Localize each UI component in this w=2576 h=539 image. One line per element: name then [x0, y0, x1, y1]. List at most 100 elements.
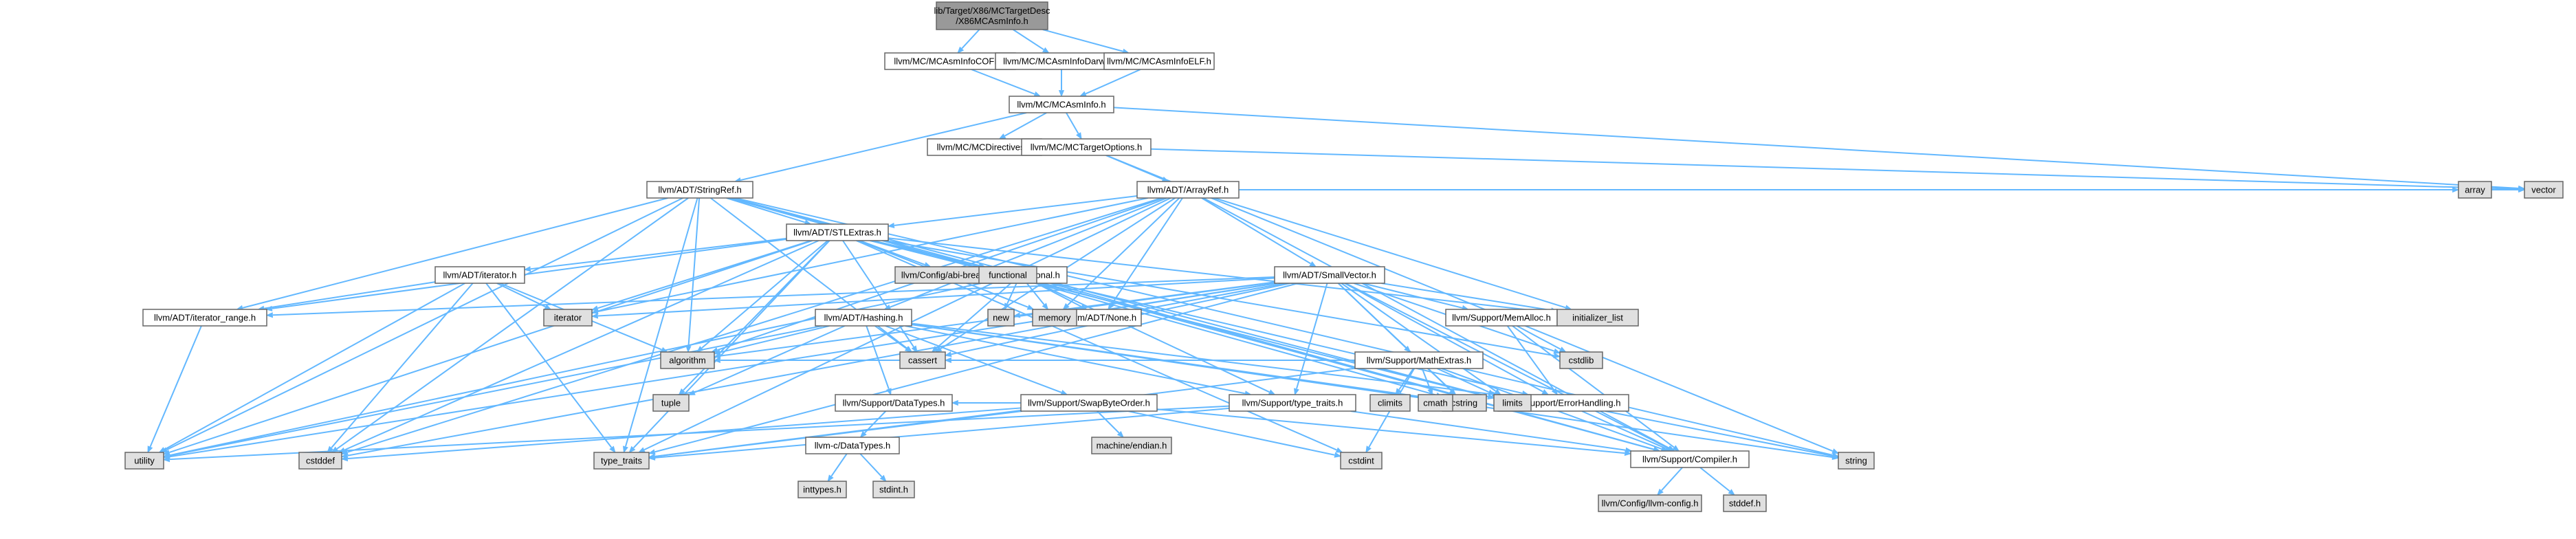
arrowhead-mathextras-to-cstring [1449, 388, 1457, 395]
arrowhead-smallvector-to-iterator [591, 313, 599, 319]
edge-llvmc_datatypes-to-stdint_h [859, 453, 883, 478]
node-label-stringref: llvm/ADT/StringRef.h [658, 185, 741, 195]
node-label-array: array [2465, 185, 2485, 195]
node-box-vector [2524, 181, 2564, 199]
edge-optional-to-compiler [1050, 283, 1654, 450]
node-box-coff [884, 52, 1016, 70]
node-compiler[interactable]: llvm/Support/Compiler.h [1630, 450, 1750, 468]
node-utility: utility [124, 452, 164, 470]
arrowhead-typetraits_h-to-utility [162, 456, 170, 463]
arrowhead-mcasminfo-to-mcdirectives [998, 133, 1006, 140]
node-label-smallvector: llvm/ADT/SmallVector.h [1283, 270, 1376, 280]
node-label-coff: llvm/MC/MCAsmInfoCOFF.h [894, 56, 1006, 67]
node-hashing[interactable]: llvm/ADT/Hashing.h [815, 309, 912, 327]
node-cmath: cmath [1418, 394, 1453, 412]
edge-smallvector-to-limits [1341, 283, 1497, 392]
arrowhead-mctargetoptions-to-string [1831, 448, 1840, 454]
node-memalloc[interactable]: llvm/Support/MemAlloc.h [1445, 309, 1558, 327]
node-llvmc_datatypes[interactable]: llvm-c/DataTypes.h [805, 437, 900, 454]
edge-coff-to-mcasminfo [971, 69, 1035, 95]
node-box-iterator [543, 309, 593, 327]
node-root[interactable]: lib/Target/X86/MCTargetDesc/X86MCAsmInfo… [934, 1, 1050, 30]
edge-smallvector-to-errorhandling [1344, 283, 1543, 393]
edge-memalloc-to-compiler [1512, 325, 1675, 448]
edge-memalloc-to-cstdlib [1516, 325, 1561, 350]
arrowhead-smallvector-to-type_traits [648, 449, 656, 455]
edge-optional-to-typetraits_h [1037, 283, 1270, 393]
node-label-stlextras: llvm/ADT/STLExtras.h [793, 228, 881, 238]
edge-smallvector-to-iterator [597, 277, 1275, 317]
arrowhead-smallvector-to-iterator_range [265, 312, 274, 318]
arrowhead-stlextras-to-type_traits [628, 446, 636, 453]
node-box-type_traits [593, 452, 650, 470]
node-box-iterator_range [142, 309, 267, 327]
node-machine_endian: machine/endian.h [1091, 437, 1172, 454]
node-label-cassert: cassert [908, 355, 937, 366]
node-box-smallvector [1274, 266, 1385, 284]
node-iterator_range[interactable]: llvm/ADT/iterator_range.h [142, 309, 267, 327]
arrowhead-typetraits_h-to-compiler [1625, 447, 1633, 453]
node-smallvector[interactable]: llvm/ADT/SmallVector.h [1274, 266, 1385, 284]
edge-stlextras-to-utility [169, 240, 813, 453]
edge-mctargetoptions-to-vector [1150, 148, 2519, 190]
node-box-typetraits_h [1229, 394, 1356, 412]
edge-swapbyteorder-to-cstdint [1127, 410, 1335, 456]
arrowhead-smallvector-to-new [1013, 312, 1021, 318]
edge-mcasminfo-to-mctargetoptions [1066, 112, 1079, 134]
edge-smallvector-to-iterator_range [272, 276, 1275, 316]
node-datatypes[interactable]: llvm/Support/DataTypes.h [835, 394, 953, 412]
node-box-stringref [646, 181, 753, 199]
node-stringref[interactable]: llvm/ADT/StringRef.h [646, 181, 753, 199]
node-array: array [2458, 181, 2492, 199]
node-box-llvm_config [1598, 494, 1702, 512]
edge-stringref-to-type_traits [625, 197, 698, 447]
node-stdint_h: stdint.h [872, 481, 915, 498]
node-label-none: llvm/ADT/None.h [1069, 313, 1136, 323]
node-box-hashing [815, 309, 912, 327]
node-box-cstddef [298, 452, 342, 470]
node-mathextras[interactable]: llvm/Support/MathExtras.h [1354, 351, 1484, 369]
node-adt_iterator[interactable]: llvm/ADT/iterator.h [434, 266, 525, 284]
edge-hashing-to-string [911, 324, 1833, 458]
node-arrayref[interactable]: llvm/ADT/ArrayRef.h [1136, 181, 1240, 199]
arrowhead-memalloc-to-compiler [1672, 445, 1680, 452]
node-stlextras[interactable]: llvm/ADT/STLExtras.h [786, 223, 889, 241]
node-box-cassert [899, 351, 946, 369]
edge-typetraits_h-to-type_traits [654, 407, 1230, 459]
node-label-utility: utility [134, 456, 155, 466]
node-typetraits_h[interactable]: llvm/Support/type_traits.h [1229, 394, 1356, 412]
node-label-cstdint: cstdint [1348, 456, 1374, 466]
node-label-initializer_list: initializer_list [1572, 313, 1623, 323]
edge-iterator_range-to-utility [149, 325, 202, 448]
node-coff[interactable]: llvm/MC/MCAsmInfoCOFF.h [884, 52, 1016, 70]
node-mcasminfo[interactable]: llvm/MC/MCAsmInfo.h [1009, 96, 1114, 113]
node-label-algorithm: algorithm [669, 355, 705, 366]
arrowhead-stlextras-to-tuple [678, 388, 685, 395]
edge-smallvector-to-typetraits_h [1296, 283, 1328, 389]
edge-stlextras-to-initializer_list [888, 237, 1552, 314]
edge-compiler-to-llvm_config [1661, 467, 1683, 492]
arrowhead-compiler-to-llvm_config [1656, 488, 1664, 496]
edge-adt_iterator-to-cstddef [331, 283, 474, 448]
node-label-mcasminfo: llvm/MC/MCAsmInfo.h [1017, 100, 1105, 110]
arrowhead-mathextras-to-algorithm [713, 357, 720, 364]
arrowhead-coff-to-mcasminfo [1033, 91, 1042, 97]
arrowhead-memalloc-to-errorhandling [1551, 388, 1559, 396]
node-swapbyteorder[interactable]: llvm/Support/SwapByteOrder.h [1020, 394, 1158, 412]
edge-arrayref-to-iterator [597, 197, 1149, 312]
node-elf[interactable]: llvm/MC/MCAsmInfoELF.h [1103, 52, 1215, 70]
node-box-machine_endian [1091, 437, 1172, 454]
edge-root-to-elf [1042, 29, 1123, 52]
edge-adt_iterator-to-type_traits [485, 283, 613, 448]
node-box-array [2458, 181, 2492, 199]
node-cstddef: cstddef [298, 452, 342, 470]
edge-hashing-to-swapbyteorder [885, 325, 1062, 393]
edge-arrayref-to-initializer_list [1214, 197, 1566, 309]
edge-mcasminfo-to-stringref [740, 112, 1027, 181]
node-box-inttypes [797, 481, 847, 498]
edge-mathextras-to-cmath [1421, 368, 1431, 389]
node-mctargetoptions[interactable]: llvm/MC/MCTargetOptions.h [1021, 138, 1152, 156]
node-climits: climits [1369, 394, 1411, 412]
edge-arrayref-to-memory [1067, 197, 1180, 306]
arrowhead-adt_iterator-to-iterator [544, 304, 552, 310]
